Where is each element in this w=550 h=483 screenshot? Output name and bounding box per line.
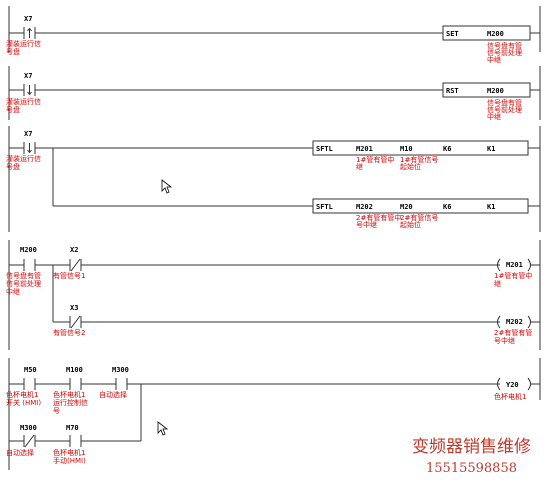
coil-m201[interactable] (497, 258, 541, 272)
operand-comment: 信号盘有管 (487, 41, 522, 50)
contact-device-label: X7 (24, 72, 32, 80)
operand-device: M20 (400, 203, 413, 211)
contact-device-label: X2 (70, 246, 78, 254)
mouse-pointer-icon (161, 179, 173, 194)
contact-comment: 信号前处理 (6, 279, 41, 288)
network-2: X7 灌装运行信 号盘 RST M200 信号盘有管 信号前处理 中继 (6, 66, 541, 121)
contact-device-label: X3 (70, 304, 78, 312)
operand-comment: 继 (356, 162, 363, 171)
coil-comment: 1#管有管中 (494, 271, 532, 280)
contact-comment: 色杯电机1 (53, 390, 85, 399)
coil-comment: 2#有管有管 (494, 328, 532, 337)
contact-device-label: M300 (20, 424, 37, 432)
contact-comment: 自动选择 (99, 390, 127, 399)
coil-device: Y20 (506, 381, 519, 389)
instruction-box-sftl-2[interactable] (312, 198, 540, 214)
contact-comment: 灌装运行信 (6, 39, 41, 48)
coil-y20[interactable] (497, 377, 541, 391)
contact-device-label: M200 (20, 246, 37, 254)
operand-device: M201 (356, 145, 373, 153)
operand-comment: 中继 (487, 112, 501, 121)
instruction-name: RST (446, 87, 459, 95)
contact-m300-nc[interactable] (23, 434, 36, 448)
contact-comment: 色杯电机1 (6, 390, 38, 399)
operand-comment: 信号盘有管 (487, 98, 522, 107)
operand-comment: 起始位 (400, 162, 421, 171)
network-4: M200 信号盘有管 信号前处理 中继 X2 有管信号1 M201 1#管有管中… (6, 240, 541, 350)
operand-comment: 中继 (487, 55, 501, 64)
contact-comment: 色杯电机1 (53, 448, 85, 457)
contact-m100-no[interactable] (69, 378, 82, 390)
watermark-name: 变频器销售维修 (412, 437, 531, 457)
coil-device: M201 (506, 261, 523, 269)
operand-comment: 号中继 (356, 220, 377, 229)
contact-device-label: X7 (24, 130, 32, 138)
operand-device: M202 (356, 203, 373, 211)
operand-device: K1 (487, 203, 495, 211)
contact-comment: 有管信号1 (53, 271, 85, 280)
instruction-box-sftl-1[interactable] (312, 140, 540, 156)
contact-device-label: M300 (112, 366, 129, 374)
mouse-pointer-icon (157, 421, 169, 436)
operand-device: M200 (487, 87, 504, 95)
operand-comment: 信号前处理 (487, 48, 522, 57)
contact-m200-no[interactable] (23, 259, 36, 271)
contact-comment: 中继 (6, 287, 20, 296)
instruction-box-set[interactable] (442, 25, 540, 41)
operand-comment: 1#管有管中 (356, 155, 394, 164)
operand-comment: 2#有管有管中 (356, 213, 401, 222)
coil-device: M202 (506, 318, 523, 326)
coil-comment: 号中继 (494, 336, 515, 345)
instruction-name: SET (446, 30, 459, 38)
instruction-box-rst[interactable] (442, 82, 540, 98)
operand-device: K1 (487, 145, 495, 153)
contact-m70-no[interactable] (69, 435, 82, 447)
operand-device: K6 (443, 203, 451, 211)
contact-device-label: M100 (66, 366, 83, 374)
operand-comment: 起始位 (400, 220, 421, 229)
network-5: M50 色杯电机1 开关 (HMI) M100 色杯电机1 运行控制信 号 M3… (6, 358, 541, 470)
contact-device-label: M70 (66, 424, 79, 432)
coil-comment: 色杯电机1 (494, 392, 526, 401)
contact-comment: 灌装运行信 (6, 154, 41, 163)
network-3: X7 灌装运行信 号盘 SFTL M201 M10 K6 K1 1#管有管中 继… (6, 126, 541, 232)
contact-x7-rising[interactable] (23, 27, 36, 39)
contact-comment: 自动选择 (6, 448, 34, 457)
contact-x7-falling[interactable] (23, 84, 36, 96)
operand-device: M10 (400, 145, 413, 153)
contact-comment: 灌装运行信 (6, 97, 41, 106)
contact-m50-no[interactable] (23, 378, 36, 390)
contact-comment: 号盘 (6, 105, 20, 114)
contact-comment: 号盘 (6, 47, 20, 56)
contact-comment: 号盘 (6, 162, 20, 171)
contact-x2-nc[interactable] (69, 258, 82, 272)
operand-comment: 信号前处理 (487, 105, 522, 114)
network-1: X7 灌装运行信 号盘 SET M200 信号盘有管 信号前处理 中继 (6, 6, 541, 64)
instruction-name: SFTL (316, 203, 333, 211)
contact-x3-nc[interactable] (69, 315, 82, 329)
operand-comment: 1#有管信号 (400, 155, 438, 164)
contact-device-label: M50 (24, 366, 37, 374)
operand-device: M200 (487, 30, 504, 38)
coil-m202[interactable] (497, 315, 541, 329)
contact-comment: 开关 (HMI) (6, 398, 41, 407)
watermark-phone: 15515598858 (426, 461, 517, 476)
contact-device-label: X7 (24, 15, 32, 23)
contact-m300-no[interactable] (115, 378, 128, 390)
contact-comment: 信号盘有管 (6, 271, 41, 280)
coil-comment: 继 (494, 279, 501, 288)
contact-comment: 有管信号2 (53, 328, 85, 337)
operand-device: K6 (443, 145, 451, 153)
contact-x7-falling[interactable] (23, 142, 36, 154)
instruction-name: SFTL (316, 145, 333, 153)
contact-comment: 号 (53, 407, 60, 415)
operand-comment: 2#有管信号 (400, 213, 438, 222)
contact-comment: 手动(HMI) (53, 456, 86, 465)
contact-comment: 运行控制信 (53, 398, 88, 407)
